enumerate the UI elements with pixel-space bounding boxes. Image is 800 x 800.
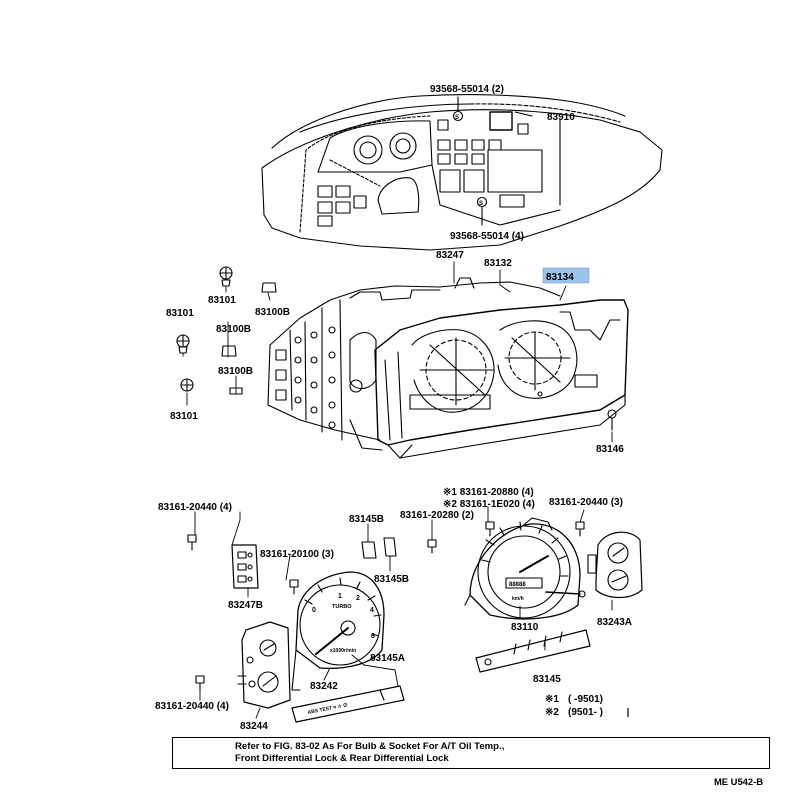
svg-text:2: 2 [356,595,360,602]
dial-rpm-text: x1000r/min [330,648,356,654]
label-alt-1: ※1 83161-20880 (4) [443,487,534,498]
speedometer-gauge [464,517,586,620]
svg-text:1: 1 [338,593,342,600]
label-83101-a: 83101 [208,295,236,306]
dial-turbo-text: TURBO [332,604,352,610]
svg-text:S: S [455,115,459,121]
label-bottom-screw: 93568-55014 (4) [450,231,524,242]
dial-odo-text: 88888 [509,582,526,588]
screws [187,521,585,691]
legend-range-1: ( -9501) [568,694,603,705]
indicator-panel-83145 [475,629,591,673]
gauge-labels: 83161-20440 (4) 83161-20100 (3) 83247B 8… [155,487,632,732]
svg-text:0: 0 [312,607,316,614]
panel-indicator-text: ABS TEST ¤ ☆ ∅ [307,702,349,716]
label-83145b-2: 83145B [374,574,409,585]
label-screw-left: 83161-20440 (4) [158,502,232,513]
tachometer-gauge: 1 2 4 6 0 [291,571,385,691]
label-83100b-b: 83100B [216,324,251,335]
figure-code: ME U542-B [714,776,763,787]
dash-labels: 93568-55014 (2) 83910 93568-55014 (4) [430,84,575,242]
label-83100b-c: 83100B [218,366,253,377]
leader-lines-gauges [194,506,613,719]
label-alt-2: ※2 83161-1E020 (4) [443,499,535,510]
legend-mark-2: ※2 [545,707,559,718]
plates-83145B [361,537,397,559]
cluster-face-plate [374,299,629,459]
svg-text:6: 6 [371,633,375,640]
label-83110: 83110 [511,622,539,633]
label-83145a: 83145A [370,653,405,664]
label-screw-bottom: 83161-20440 (4) [155,701,229,712]
dashboard-outline [261,94,663,251]
legend-range-2: (9501- ) [568,707,603,718]
legend-mark-1: ※1 [545,694,559,705]
printed-board-83247B [231,544,259,589]
label-83101-b: 83101 [166,308,194,319]
label-83100b-a: 83100B [255,307,290,318]
reference-note-box: Refer to FIG. 83-02 As For Bulb & Socket… [172,737,770,769]
label-83145: 83145 [533,674,561,685]
reference-note-line-1: Refer to FIG. 83-02 As For Bulb & Socket… [235,741,505,752]
label-top-screw: 93568-55014 (2) [430,84,504,95]
cluster-back-housing [267,277,561,451]
svg-text:S: S [479,201,483,207]
combination-gauge-83244 [237,621,291,709]
combination-gauge-83243A [587,531,643,599]
label-83244: 83244 [240,721,268,732]
label-83101-c: 83101 [170,411,198,422]
label-83242: 83242 [310,681,338,692]
bulb-socket-parts [176,266,617,431]
legend: ※1 ( -9501) ※2 (9501- ) [545,694,629,718]
label-83146: 83146 [596,444,624,455]
leader-lines-cluster [182,261,613,443]
label-83132: 83132 [484,258,512,269]
label-83247b: 83247B [228,600,263,611]
reference-note-line-2: Front Differential Lock & Rear Different… [235,753,449,764]
dial-printed-text: TURBO x1000r/min km/h 88888 ABS TEST ¤ ☆… [307,582,526,716]
svg-text:4: 4 [370,607,374,614]
label-83145b-1: 83145B [349,514,384,525]
label-83243a: 83243A [597,617,632,628]
label-screw-center: 83161-20280 (2) [400,510,474,521]
highlight-box [542,267,590,284]
label-screw-right: 83161-20440 (3) [549,497,623,508]
label-83134: 83134 [546,272,574,283]
label-screw-mid: 83161-20100 (3) [260,549,334,560]
label-83247: 83247 [436,250,464,261]
screw-callouts-dash: S S [329,96,533,226]
dial-kmh-text: km/h [512,596,524,602]
indicator-panel-83145A [291,685,405,723]
cluster-labels: 83247 83132 83134 83146 83101 83101 8310… [166,250,624,455]
label-switch: 83910 [547,112,575,123]
